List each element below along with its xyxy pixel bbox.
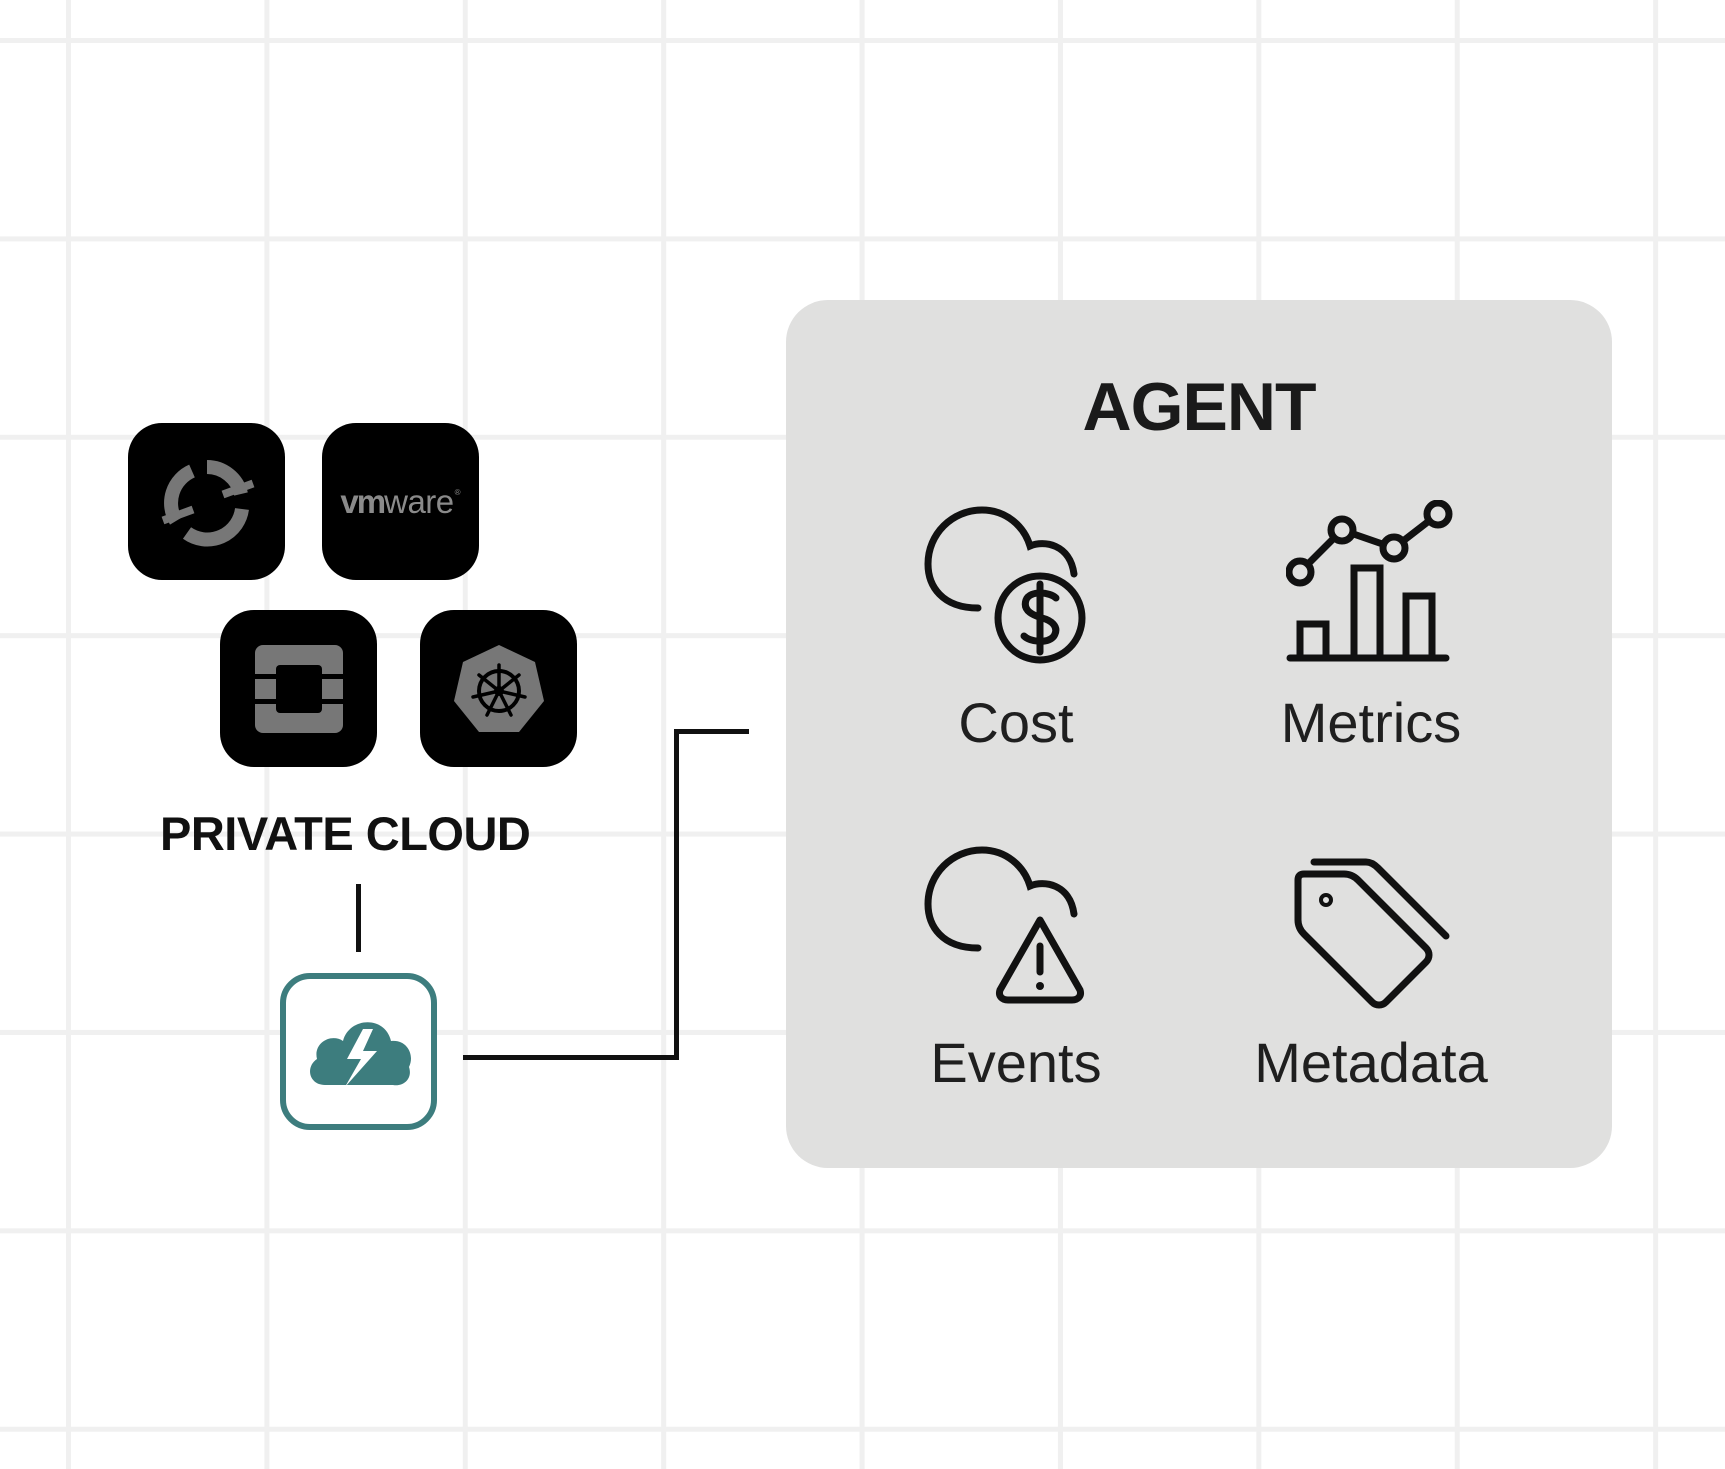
- kubernetes-icon: [453, 644, 544, 732]
- agent-tile: [280, 973, 437, 1130]
- feature-label-cost: Cost: [958, 691, 1074, 754]
- cloud-dollar-icon: [924, 506, 1086, 664]
- bar-line-chart-icon: [1286, 500, 1453, 662]
- feature-label-events: Events: [930, 1031, 1102, 1094]
- tags-icon: [1294, 858, 1450, 1009]
- connector-vertical-long: [674, 729, 679, 1060]
- openstack-tile: [220, 610, 377, 767]
- feature-label-metrics: Metrics: [1280, 691, 1462, 754]
- agent-title: AGENT: [1082, 369, 1317, 445]
- private-cloud-label: PRIVATE CLOUD: [160, 807, 531, 860]
- cloud-warning-icon: [924, 846, 1084, 1004]
- openstack-icon: [254, 644, 343, 733]
- openshift-icon: [161, 459, 254, 546]
- feature-label-metadata: Metadata: [1254, 1031, 1488, 1094]
- connector-horizontal-bottom: [463, 1055, 679, 1060]
- connector-vertical-short: [356, 884, 361, 952]
- openshift-tile: [128, 423, 285, 580]
- connector-horizontal-top: [674, 729, 749, 734]
- kubernetes-tile: [420, 610, 577, 767]
- agent-panel: AGENT Cost Metrics Events Metadata: [786, 300, 1612, 1168]
- cloud-lightning-icon: [309, 1021, 411, 1087]
